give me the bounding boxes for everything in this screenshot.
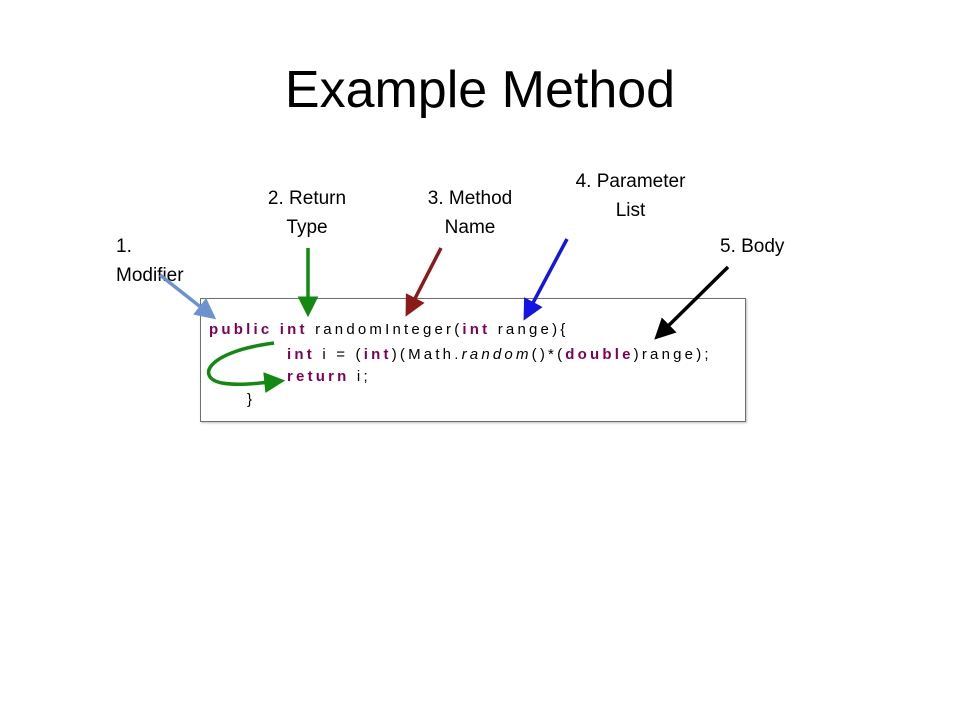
code-line-close: } bbox=[247, 390, 255, 410]
label-body: 5. Body bbox=[720, 232, 784, 261]
code-var-decl: i = ( bbox=[322, 346, 364, 363]
code-line-end: )range); bbox=[633, 346, 712, 363]
code-return-keyword: return bbox=[287, 368, 350, 385]
code-line-return: return i; bbox=[287, 367, 371, 387]
label-return-type-line-1: 2. Return bbox=[267, 188, 347, 209]
code-cast-int: int bbox=[363, 346, 392, 363]
label-method-name-line-1: 3. Method bbox=[427, 188, 513, 209]
label-parameter-list: 4. Parameter List bbox=[558, 167, 703, 225]
label-method-name-line-2: Name bbox=[444, 217, 496, 238]
code-after-call: ()*( bbox=[531, 346, 566, 363]
label-body-line-1: 5. Body bbox=[720, 236, 785, 257]
label-parameter-list-line-2: List bbox=[615, 200, 646, 221]
label-return-type-line-2: Type bbox=[286, 217, 328, 238]
slide-title: Example Method bbox=[284, 61, 676, 119]
code-param-type: int bbox=[462, 321, 491, 338]
label-modifier-line-1: 1. bbox=[116, 236, 132, 257]
code-cast-double: double bbox=[565, 346, 634, 363]
code-math-prefix: )(Math. bbox=[391, 346, 462, 363]
code-modifier: public bbox=[209, 321, 273, 338]
code-closing-brace: } bbox=[247, 391, 256, 408]
code-line-assignment: int i = (int)(Math.random()*(double)rang… bbox=[287, 345, 712, 365]
label-modifier-line-2: Modifier bbox=[116, 265, 184, 286]
code-param-rest: range){ bbox=[497, 321, 569, 338]
label-modifier: 1. Modifier bbox=[116, 232, 184, 290]
label-parameter-list-line-1: 4. Parameter bbox=[575, 171, 686, 192]
code-method-name: randomInteger( bbox=[315, 321, 463, 338]
code-random-call: random bbox=[461, 346, 532, 363]
code-var-type: int bbox=[287, 346, 315, 363]
code-return-value: i; bbox=[356, 368, 371, 385]
label-method-name: 3. Method Name bbox=[405, 184, 535, 242]
code-return-type: int bbox=[279, 321, 308, 338]
label-return-type: 2. Return Type bbox=[252, 184, 362, 242]
code-box: public int randomInteger(int range){ int… bbox=[200, 298, 746, 422]
code-line-signature: public int randomInteger(int range){ bbox=[209, 320, 569, 340]
